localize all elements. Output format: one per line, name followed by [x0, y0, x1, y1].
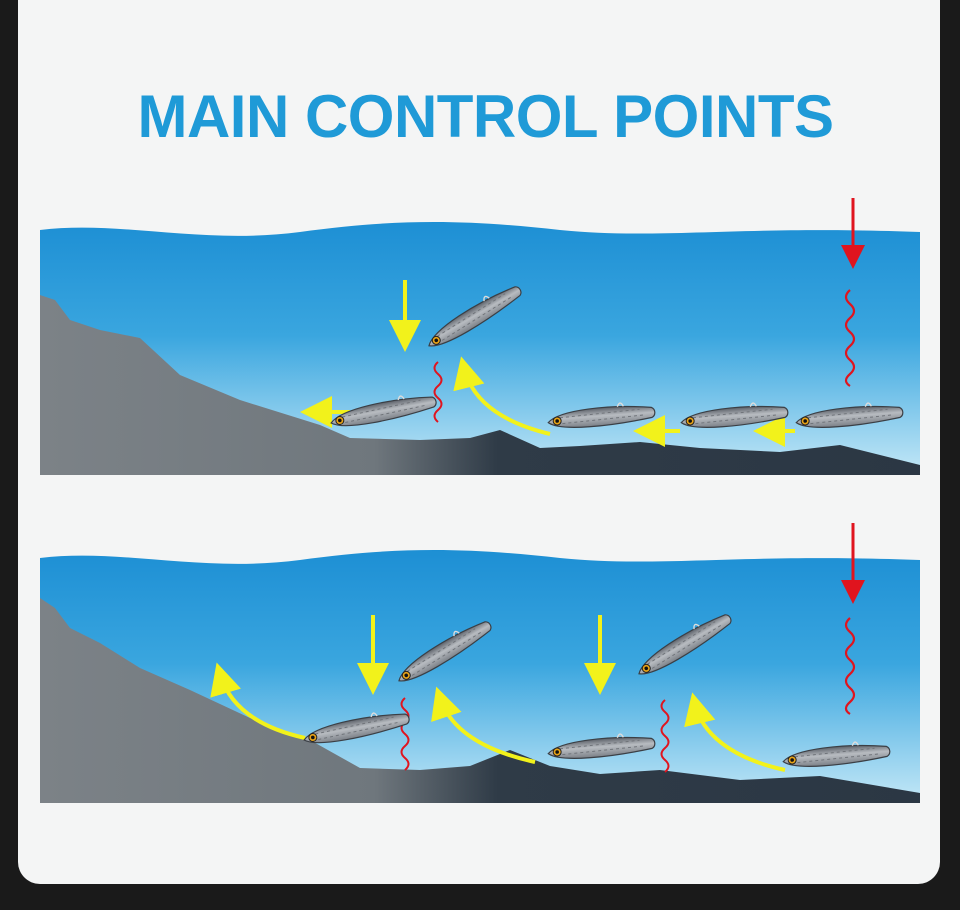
squiggle: [660, 699, 670, 773]
red-arrow: [841, 523, 865, 715]
page-title: MAIN CONTROL POINTS: [137, 83, 834, 150]
yellow-arrows: [300, 280, 795, 447]
squiggle: [400, 697, 410, 771]
squiggle: [433, 361, 443, 423]
yellow-arrows: [210, 615, 786, 772]
diagram-panel-bottom: [40, 518, 920, 808]
seabed: [40, 295, 920, 475]
red-arrow: [841, 198, 865, 387]
seabed: [40, 598, 920, 803]
diagram-panel-top: [40, 190, 920, 480]
